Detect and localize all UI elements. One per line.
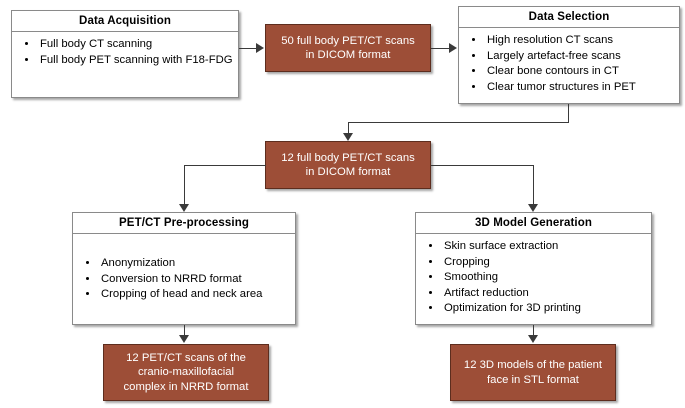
list-item: High resolution CT scans <box>485 33 675 48</box>
list-item: Artifact reduction <box>442 286 647 301</box>
list-item: Largely artefact-free scans <box>485 49 675 64</box>
connector-12scans-left-down <box>184 165 185 205</box>
node-data-selection-title: Data Selection <box>459 7 679 28</box>
node-output-nrrd-line2: cranio-maxillofacial <box>137 366 235 379</box>
node-data-selection-body: High resolution CT scans Largely artefac… <box>459 28 679 99</box>
node-3d-model-generation-body: Skin surface extraction Cropping Smoothi… <box>416 234 651 321</box>
node-data-acquisition-body: Full body CT scanning Full body PET scan… <box>12 32 238 72</box>
node-output-stl-line2: face in STL format <box>487 373 579 386</box>
arrow-50scans-to-selection <box>449 43 457 53</box>
arrow-acquisition-to-50scans <box>256 43 264 53</box>
node-50-scans-line1: 50 full body PET/CT scans <box>281 34 415 47</box>
list-item: Clear tumor structures in PET <box>485 80 675 95</box>
arrow-3dmodel-to-output <box>528 335 538 343</box>
connector-3dmodel-to-output <box>533 325 534 336</box>
node-12-scans-line2: in DICOM format <box>305 166 391 178</box>
connector-selection-down <box>568 104 569 122</box>
list-item: Skin surface extraction <box>442 239 647 254</box>
node-data-acquisition-title: Data Acquisition <box>12 11 238 32</box>
connector-selection-to-12scans <box>348 122 349 134</box>
list-item: Conversion to NRRD format <box>99 272 291 287</box>
connector-acquisition-to-50scans <box>239 48 257 49</box>
node-data-selection: Data Selection High resolution CT scans … <box>458 6 680 104</box>
node-output-stl-line1: 12 3D models of the patient <box>463 359 603 371</box>
node-pet-ct-preprocessing: PET/CT Pre-processing Anonymization Conv… <box>72 212 296 325</box>
list-item: Full body CT scanning <box>38 37 234 52</box>
node-12-scans: 12 full body PET/CT scans in DICOM forma… <box>265 141 431 189</box>
arrow-12scans-to-3dmodel <box>528 204 538 212</box>
list-item: Clear bone contours in CT <box>485 64 675 79</box>
node-50-scans-line2: in DICOM format <box>305 49 391 61</box>
list-item: Full body PET scanning with F18-FDG <box>38 53 234 68</box>
list-item: Cropping of head and neck area <box>99 287 291 302</box>
list-item: Smoothing <box>442 270 647 285</box>
node-3d-model-generation: 3D Model Generation Skin surface extract… <box>415 212 652 325</box>
node-3d-model-generation-title: 3D Model Generation <box>416 213 651 234</box>
node-output-nrrd-line3: complex in NRRD format <box>123 380 249 393</box>
node-output-nrrd: 12 PET/CT scans of the cranio-maxillofac… <box>103 344 269 401</box>
connector-preprocessing-to-output <box>184 325 185 336</box>
connector-12scans-left-h <box>184 165 266 166</box>
connector-selection-left <box>348 122 569 123</box>
node-pet-ct-preprocessing-body: Anonymization Conversion to NRRD format … <box>73 234 295 307</box>
node-50-scans: 50 full body PET/CT scans in DICOM forma… <box>265 24 431 72</box>
list-item: Cropping <box>442 255 647 270</box>
connector-12scans-right-h <box>431 165 534 166</box>
connector-50scans-to-selection <box>431 48 449 49</box>
arrow-preprocessing-to-output <box>179 335 189 343</box>
node-12-scans-line1: 12 full body PET/CT scans <box>281 151 415 164</box>
list-item: Optimization for 3D printing <box>442 301 647 316</box>
arrow-12scans-to-preprocessing <box>179 204 189 212</box>
node-output-nrrd-line1: 12 PET/CT scans of the <box>126 351 246 364</box>
node-pet-ct-preprocessing-title: PET/CT Pre-processing <box>73 213 295 234</box>
connector-12scans-right-down <box>533 165 534 205</box>
list-item: Anonymization <box>99 256 291 271</box>
node-data-acquisition: Data Acquisition Full body CT scanning F… <box>11 10 239 98</box>
node-output-stl: 12 3D models of the patient face in STL … <box>450 344 616 401</box>
arrow-selection-to-12scans <box>343 133 353 141</box>
